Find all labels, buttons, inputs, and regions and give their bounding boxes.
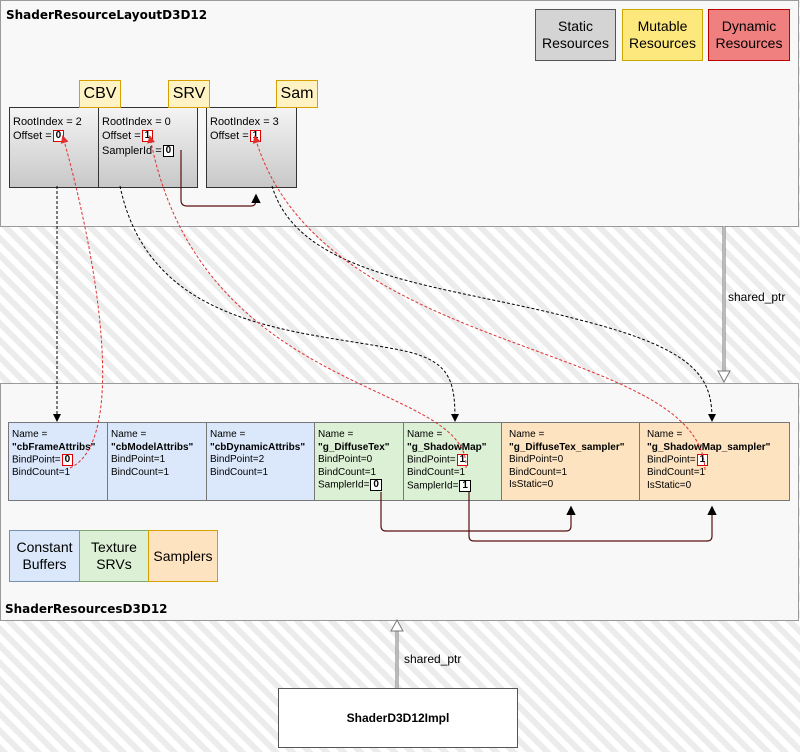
legend-dynamic-resources: Dynamic Resources <box>708 9 790 61</box>
shadowmap-sampler-to-sam-offset-link <box>252 135 706 471</box>
resource-name: "g_ShadowMap" <box>407 441 487 453</box>
sam-layout-entry <box>206 107 297 188</box>
srv-root-index: RootIndex = 0 <box>102 116 171 128</box>
srv-samplerid-to-sam-link <box>180 150 261 207</box>
srv-tag: SRV <box>168 80 210 108</box>
resource-name: "cbDynamicAttribs" <box>210 441 306 453</box>
cbv-root-index: RootIndex = 2 <box>13 116 82 128</box>
diffusetex-samplerid-to-sampler-link <box>380 492 576 532</box>
resource-name-label: Name = <box>12 429 48 440</box>
srv-sampler-id: SamplerId =0 <box>102 145 175 158</box>
shared-ptr-top-label: shared_ptr <box>728 290 786 304</box>
shared-ptr-top-arrowhead <box>717 370 731 384</box>
bindpoint-value: 1 <box>456 454 469 466</box>
resource-name: "cbModelAttribs" <box>111 441 194 453</box>
srv-sampler-id-value: 0 <box>162 145 175 158</box>
legend-samplers: Samplers <box>148 530 218 582</box>
bindpoint-value: 0 <box>61 454 74 466</box>
resource-name: "g_DiffuseTex_sampler" <box>509 441 625 453</box>
legend-mutable-resources: Mutable Resources <box>622 9 703 61</box>
shared-ptr-bottom-label: shared_ptr <box>404 652 462 666</box>
shader-d3d12-impl-box: ShaderD3D12Impl <box>278 688 518 748</box>
sam-tag: Sam <box>276 80 318 108</box>
shared-ptr-bottom-arrowhead <box>390 618 404 632</box>
legend-constant-buffers: Constant Buffers <box>9 530 80 582</box>
cbv-tag: CBV <box>79 80 121 108</box>
resource-name: "g_ShadowMap_sampler" <box>647 441 771 453</box>
legend-static-resources: Static Resources <box>535 9 616 61</box>
sam-to-shadowmap-sampler-link <box>271 185 716 422</box>
shadowmap-samplerid-to-sampler-link <box>468 492 717 542</box>
resource-name: "cbFrameAttribs" <box>12 441 96 453</box>
srv-to-shadowmap-link <box>119 185 459 422</box>
samplerid-value: 0 <box>370 479 382 491</box>
sam-root-index: RootIndex = 3 <box>210 116 279 128</box>
shadowmap-to-srv-offset-link <box>147 135 467 469</box>
layout-panel-title: ShaderResourceLayoutD3D12 <box>6 8 208 22</box>
resources-panel-title: ShaderResourcesD3D12 <box>5 602 168 616</box>
samplerid-value: 1 <box>459 479 471 492</box>
cbframeattribs-to-cbv-offset-link <box>60 135 104 469</box>
cbv-offset: Offset =0 <box>13 130 65 143</box>
resource-name: "g_DiffuseTex" <box>318 441 390 453</box>
